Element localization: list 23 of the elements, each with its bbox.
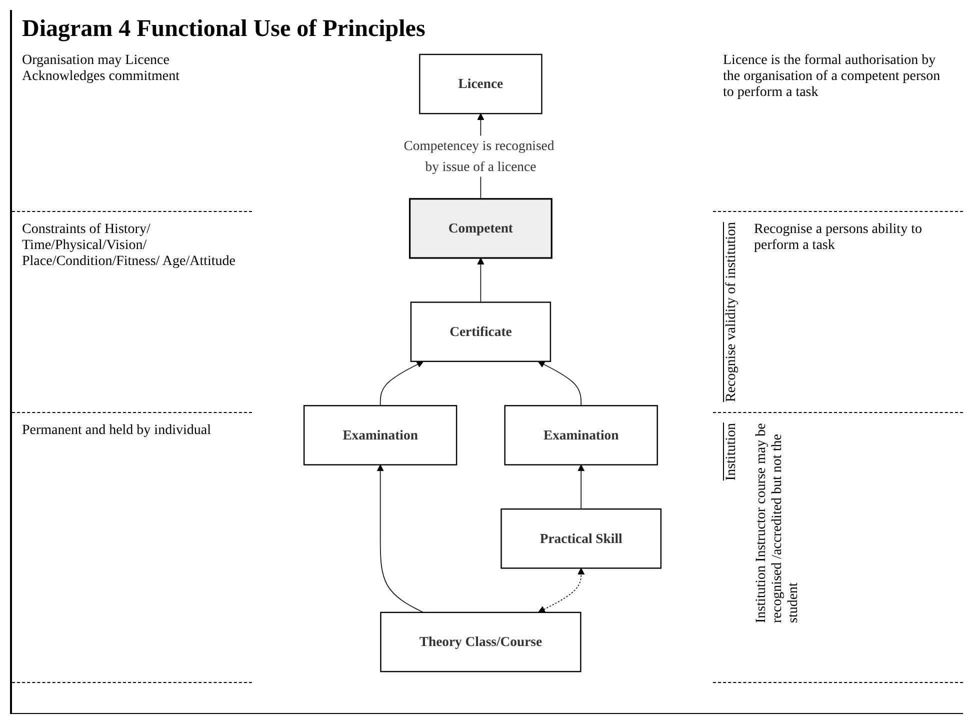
note-text: Organisation may Licence Acknowledges commitment bbox=[22, 53, 180, 85]
note-text: Licence is the formal authorisation by the organisation of a competent person to perform a task bbox=[723, 53, 942, 101]
node-box: Examination bbox=[504, 405, 658, 466]
vertical-note: Institution Instructor course may be recognised /accredited but not the student bbox=[754, 422, 802, 623]
vertical-note: Recognise validity of institution bbox=[723, 222, 744, 402]
arrow bbox=[538, 568, 585, 613]
node-box: Practical Skill bbox=[500, 508, 662, 569]
vertical-note: Institution bbox=[723, 422, 744, 480]
node-box: Examination bbox=[303, 405, 458, 466]
edge-label: Competencey is recognised by issue of a licence bbox=[404, 138, 554, 174]
node-box: Theory Class/Course bbox=[380, 612, 582, 672]
arrow bbox=[477, 258, 484, 303]
arrow bbox=[380, 361, 424, 406]
diagram-title: Diagram 4 Functional Use of Principles bbox=[21, 15, 426, 43]
node-box: Licence bbox=[419, 54, 542, 114]
note-text: Permanent and held by individual bbox=[22, 422, 211, 439]
node-box: Certificate bbox=[410, 302, 552, 362]
note-text: Recognise a persons ability to perform a task bbox=[754, 222, 923, 254]
node-box: Competent bbox=[408, 198, 552, 259]
arrow bbox=[578, 464, 585, 510]
note-text: Constraints of History/ Time/Physical/Vision/ Place/Condition/Fitness/ Age/Attitude bbox=[22, 222, 236, 270]
arrow bbox=[538, 361, 582, 406]
arrow bbox=[376, 464, 424, 613]
